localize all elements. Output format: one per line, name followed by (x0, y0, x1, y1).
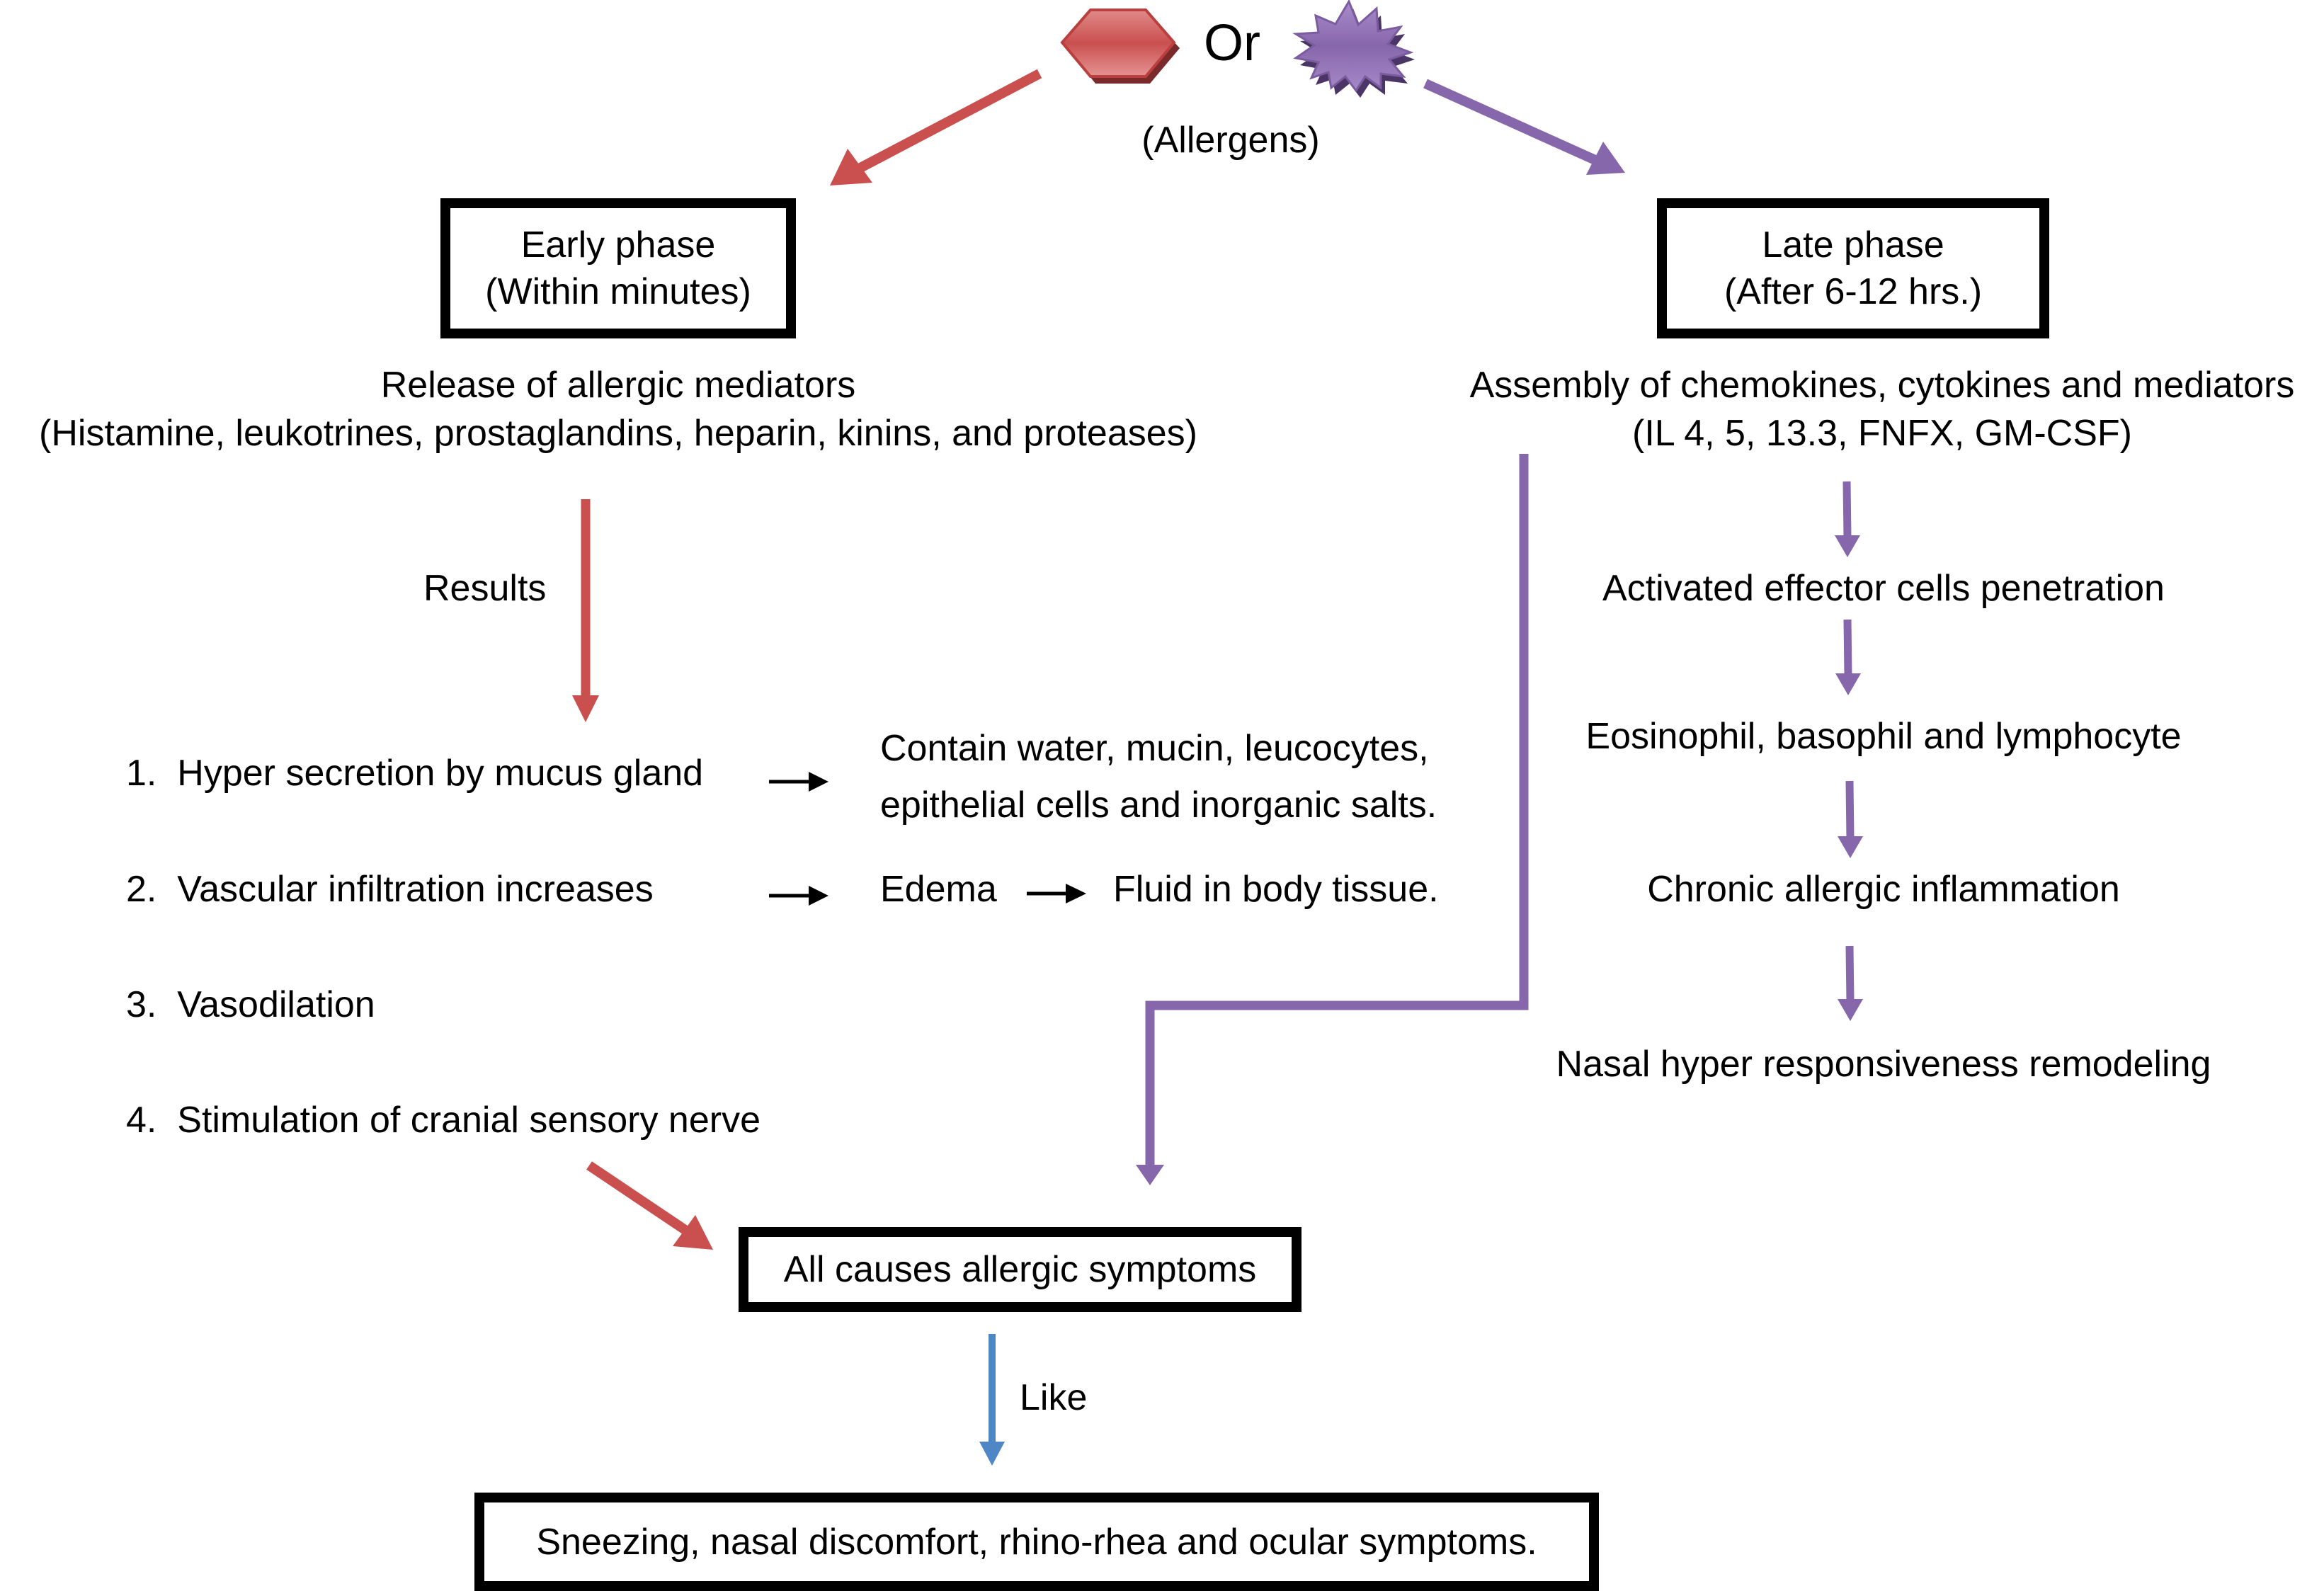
like-arrow (979, 1334, 1005, 1466)
effect-item: 3. Vasodilation (126, 984, 375, 1025)
arrow-to-early-phase (830, 69, 1042, 186)
edema-label: Edema (880, 869, 997, 910)
late-step-arrow-1 (1835, 481, 1860, 557)
early-phase-subtitle: (Within minutes) (485, 271, 751, 312)
results-label: Results (423, 568, 547, 609)
all-causes-box: All causes allergic symptoms (739, 1227, 1301, 1312)
allergens-label: (Allergens) (1141, 120, 1320, 161)
arrow-to-late-phase (1423, 79, 1625, 175)
early-description-line1: Release of allergic mediators (380, 365, 856, 406)
like-label: Like (1020, 1377, 1088, 1418)
early-to-symptoms-arrow (586, 1161, 713, 1250)
late-description-line2: (IL 4, 5, 13.3, FNFX, GM-CSF) (1632, 413, 2132, 454)
early-phase-title: Early phase (520, 224, 716, 266)
early-phase-box: Early phase (Within minutes) (440, 198, 796, 338)
late-step-arrow-4 (1838, 945, 1863, 1021)
effect-item: 4. Stimulation of cranial sensory nerve (126, 1100, 761, 1141)
late-phase-box: Late phase (After 6-12 hrs.) (1657, 198, 2049, 338)
or-connector-text: Or (1204, 15, 1260, 72)
late-phase-connector-arrow (1136, 454, 1529, 1185)
late-phase-title: Late phase (1762, 224, 1944, 266)
late-step: Nasal hyper responsiveness remodeling (1556, 1044, 2211, 1085)
effect-item: 1. Hyper secretion by mucus gland (126, 753, 704, 794)
edema-arrow (769, 886, 828, 906)
hexagon-allergen-icon (1060, 8, 1180, 84)
symptoms-box: Sneezing, nasal discomfort, rhino-rhea a… (474, 1493, 1599, 1591)
starburst-allergen-icon (1292, 0, 1415, 98)
late-step-arrow-3 (1838, 780, 1863, 858)
edema-detail: Fluid in body tissue. (1113, 869, 1439, 910)
mucus-detail-line1: Contain water, mucin, leucocytes, (880, 728, 1429, 769)
all-causes-text: All causes allergic symptoms (783, 1249, 1257, 1290)
fluid-arrow (1027, 884, 1086, 903)
late-step: Chronic allergic inflammation (1647, 869, 2120, 910)
mucus-detail-line2: epithelial cells and inorganic salts. (880, 785, 1437, 826)
symptoms-text: Sneezing, nasal discomfort, rhino-rhea a… (536, 1521, 1537, 1563)
early-description-line2: (Histamine, leukotrines, prostaglandins,… (39, 413, 1197, 454)
late-description-line1: Assembly of chemokines, cytokines and me… (1469, 365, 2295, 406)
late-phase-subtitle: (After 6-12 hrs.) (1724, 271, 1983, 312)
late-step-arrow-2 (1835, 619, 1861, 695)
late-step: Eosinophil, basophil and lymphocyte (1585, 716, 2182, 757)
effect-item: 2. Vascular infiltration increases (126, 869, 654, 910)
mucus-detail-arrow (769, 772, 828, 792)
late-step: Activated effector cells penetration (1602, 568, 2165, 609)
results-arrow (572, 499, 599, 722)
